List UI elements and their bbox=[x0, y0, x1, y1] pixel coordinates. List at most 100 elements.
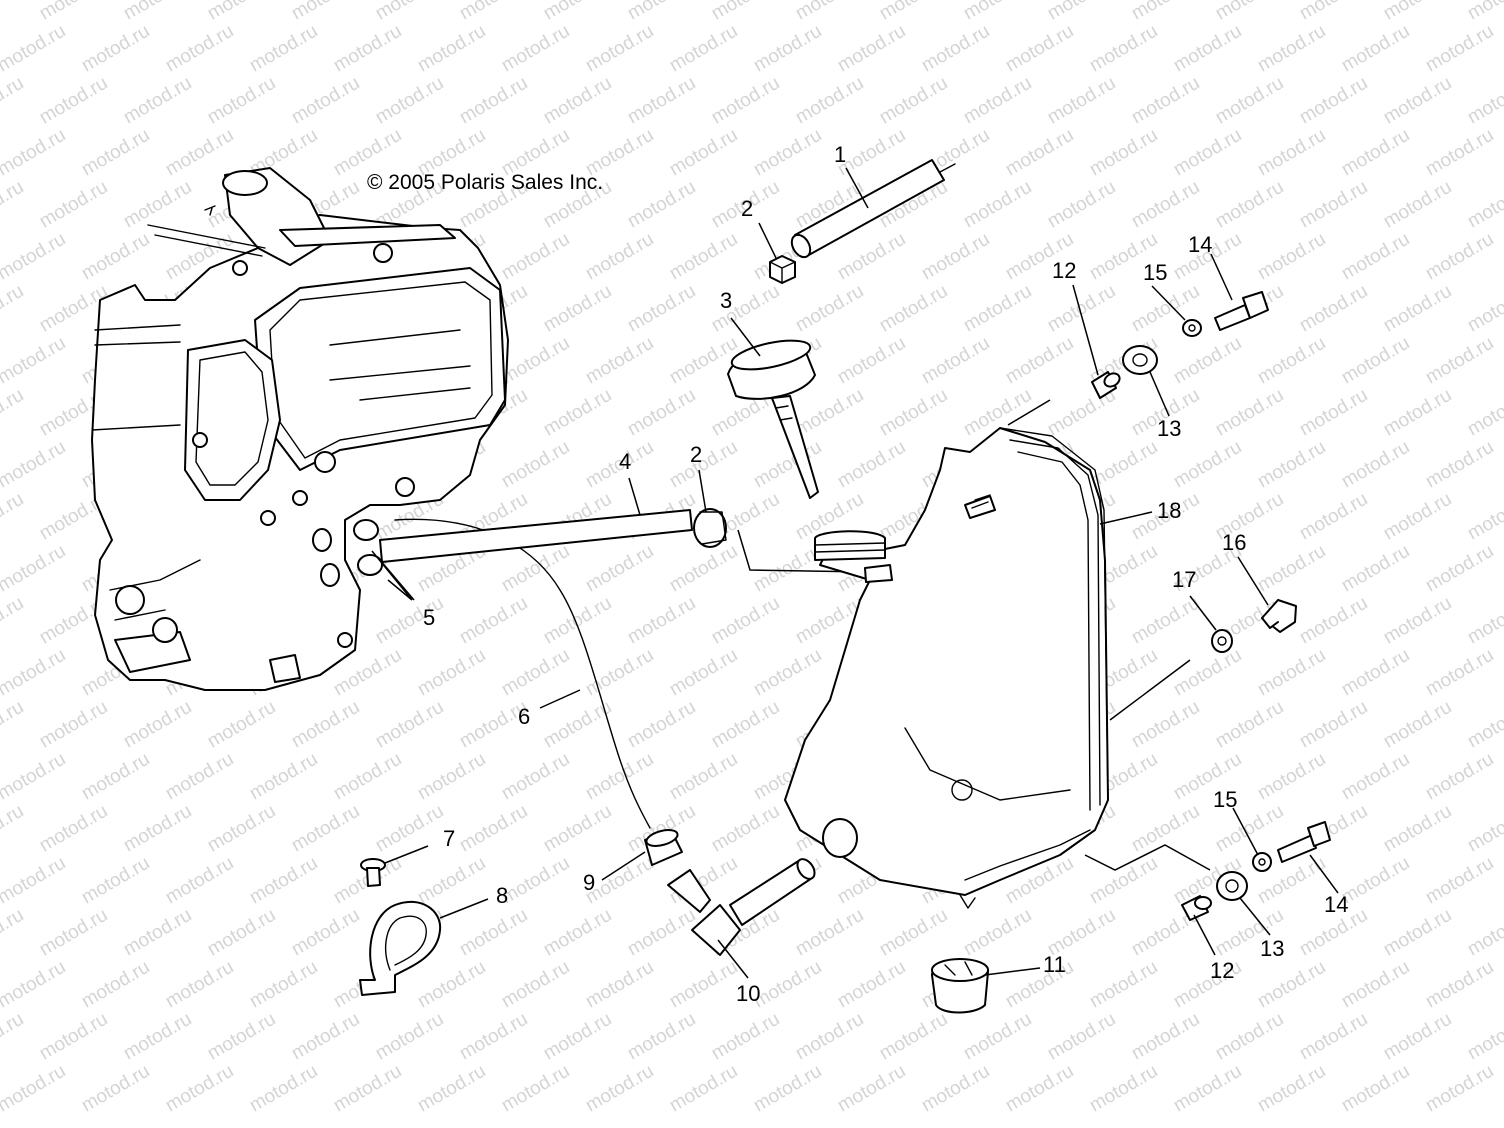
watermark-468: motod.ru bbox=[1086, 957, 1161, 1013]
watermark-375: motod.ru bbox=[498, 749, 573, 805]
watermark-57: motod.ru bbox=[876, 0, 951, 24]
watermark-92: motod.ru bbox=[204, 73, 279, 129]
watermark-362: motod.ru bbox=[1212, 697, 1287, 753]
watermark-188: motod.ru bbox=[1044, 281, 1119, 337]
watermark-476: motod.ru bbox=[0, 1009, 27, 1065]
watermark-225: motod.ru bbox=[540, 385, 615, 441]
watermark-74: motod.ru bbox=[498, 21, 573, 77]
watermark-291: motod.ru bbox=[666, 541, 741, 597]
watermark-256: motod.ru bbox=[1338, 437, 1413, 493]
watermark-175: motod.ru bbox=[0, 281, 27, 337]
watermark-415: motod.ru bbox=[246, 853, 321, 909]
watermark-90: motod.ru bbox=[36, 73, 111, 129]
watermark-350: motod.ru bbox=[204, 697, 279, 753]
watermark-106: motod.ru bbox=[1380, 73, 1455, 129]
watermark-70: motod.ru bbox=[162, 21, 237, 77]
watermark-160: motod.ru bbox=[498, 229, 573, 285]
watermark-503: motod.ru bbox=[414, 1061, 489, 1117]
watermark-490: motod.ru bbox=[1128, 1009, 1203, 1065]
watermark-140: motod.ru bbox=[624, 177, 699, 233]
watermark-148: motod.ru bbox=[1296, 177, 1371, 233]
watermark-464: motod.ru bbox=[750, 957, 825, 1013]
watermark-208: motod.ru bbox=[918, 333, 993, 389]
callout-labels: 1 2 3 4 2 5 6 7 8 9 10 11 12 13 12 13 14… bbox=[423, 142, 1348, 1006]
watermark-299: motod.ru bbox=[1338, 541, 1413, 597]
watermark-494: motod.ru bbox=[1464, 1009, 1504, 1065]
watermark-385: motod.ru bbox=[1338, 749, 1413, 805]
watermark-169: motod.ru bbox=[1254, 229, 1329, 285]
watermark-75: motod.ru bbox=[582, 21, 657, 77]
watermark-393: motod.ru bbox=[204, 801, 279, 857]
watermark-277: motod.ru bbox=[1296, 489, 1371, 545]
callout-8: 8 bbox=[496, 883, 508, 908]
callout-16: 16 bbox=[1222, 530, 1246, 555]
watermark-132: motod.ru bbox=[0, 177, 27, 233]
watermark-331: motod.ru bbox=[414, 645, 489, 701]
watermark-254: motod.ru bbox=[1170, 437, 1245, 493]
watermark-185: motod.ru bbox=[792, 281, 867, 337]
watermark-47: motod.ru bbox=[36, 0, 111, 24]
watermark-397: motod.ru bbox=[540, 801, 615, 857]
watermark-105: motod.ru bbox=[1296, 73, 1371, 129]
watermark-342: motod.ru bbox=[1338, 645, 1413, 701]
watermark-68: motod.ru bbox=[0, 21, 69, 77]
watermark-408: motod.ru bbox=[1464, 801, 1504, 857]
watermark-119: motod.ru bbox=[666, 125, 741, 181]
part-16-bolt bbox=[1261, 599, 1297, 633]
watermark-450: motod.ru bbox=[1380, 905, 1455, 961]
watermark-95: motod.ru bbox=[456, 73, 531, 129]
watermark-320: motod.ru bbox=[1296, 593, 1371, 649]
watermark-372: motod.ru bbox=[246, 749, 321, 805]
watermark-354: motod.ru bbox=[540, 697, 615, 753]
watermark-488: motod.ru bbox=[960, 1009, 1035, 1065]
watermark-253: motod.ru bbox=[1086, 437, 1161, 493]
watermark-348: motod.ru bbox=[36, 697, 111, 753]
watermark-485: motod.ru bbox=[708, 1009, 783, 1065]
watermark-451: motod.ru bbox=[1464, 905, 1504, 961]
watermark-384: motod.ru bbox=[1254, 749, 1329, 805]
watermark-192: motod.ru bbox=[1380, 281, 1455, 337]
callout-9: 9 bbox=[583, 870, 595, 895]
part-3-filler-cap bbox=[727, 339, 819, 499]
watermark-463: motod.ru bbox=[666, 957, 741, 1013]
watermark-261: motod.ru bbox=[0, 489, 27, 545]
watermark-72: motod.ru bbox=[330, 21, 405, 77]
watermark-498: motod.ru bbox=[0, 1061, 69, 1117]
part-4-hose bbox=[379, 509, 693, 563]
watermark-52: motod.ru bbox=[456, 0, 531, 24]
watermark-240: motod.ru bbox=[0, 437, 69, 493]
watermark-76: motod.ru bbox=[666, 21, 741, 77]
watermark-229: motod.ru bbox=[876, 385, 951, 441]
watermark-104: motod.ru bbox=[1212, 73, 1287, 129]
watermark-374: motod.ru bbox=[414, 749, 489, 805]
callout-15-lower: 15 bbox=[1213, 787, 1237, 812]
watermark-371: motod.ru bbox=[162, 749, 237, 805]
watermark-479: motod.ru bbox=[204, 1009, 279, 1065]
watermark-460: motod.ru bbox=[414, 957, 489, 1013]
watermark-471: motod.ru bbox=[1338, 957, 1413, 1013]
watermark-399: motod.ru bbox=[708, 801, 783, 857]
watermark-164: motod.ru bbox=[834, 229, 909, 285]
watermark-300: motod.ru bbox=[1422, 541, 1497, 597]
watermark-456: motod.ru bbox=[78, 957, 153, 1013]
watermark-283: motod.ru bbox=[0, 541, 69, 597]
watermark-59: motod.ru bbox=[1044, 0, 1119, 24]
watermark-101: motod.ru bbox=[960, 73, 1035, 129]
watermark-49: motod.ru bbox=[204, 0, 279, 24]
watermark-236: motod.ru bbox=[1464, 385, 1504, 441]
watermark-191: motod.ru bbox=[1296, 281, 1371, 337]
watermark-511: motod.ru bbox=[1086, 1061, 1161, 1117]
watermark-171: motod.ru bbox=[1422, 229, 1497, 285]
watermark-504: motod.ru bbox=[498, 1061, 573, 1117]
watermark-81: motod.ru bbox=[1086, 21, 1161, 77]
watermark-212: motod.ru bbox=[1254, 333, 1329, 389]
watermark-491: motod.ru bbox=[1212, 1009, 1287, 1065]
watermark-60: motod.ru bbox=[1128, 0, 1203, 24]
watermark-310: motod.ru bbox=[456, 593, 531, 649]
callout-18: 18 bbox=[1157, 498, 1181, 523]
watermark-204: motod.ru bbox=[582, 333, 657, 389]
watermark-128: motod.ru bbox=[1422, 125, 1497, 181]
watermark-187: motod.ru bbox=[960, 281, 1035, 337]
watermark-435: motod.ru bbox=[120, 905, 195, 961]
